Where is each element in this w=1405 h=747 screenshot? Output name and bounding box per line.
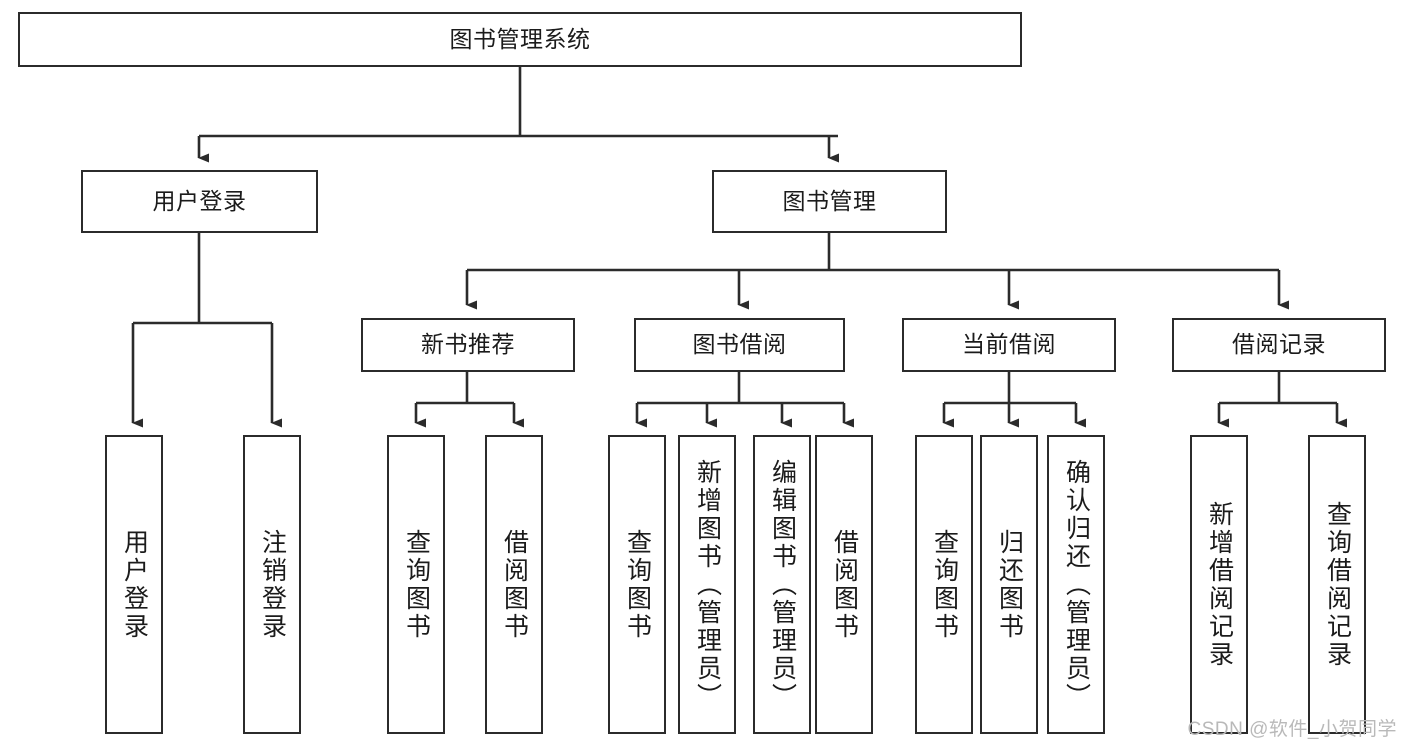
node-label: 图书管理系统 [449, 25, 591, 52]
leaf-recommend-borrow-book[interactable]: 借阅图书 [485, 435, 543, 734]
node-book-borrow[interactable]: 图书借阅 [634, 318, 845, 372]
node-label: 注销登录 [258, 528, 287, 641]
node-label: 当前借阅 [962, 331, 1056, 358]
leaf-borrow-add-book-admin[interactable]: 新增图书（管理员） [678, 435, 736, 734]
leaf-borrow-query-book[interactable]: 查询图书 [608, 435, 666, 734]
node-label: 用户登录 [120, 528, 149, 641]
leaf-borrow-borrow-book[interactable]: 借阅图书 [815, 435, 873, 734]
node-label: 确认归还（管理员） [1062, 458, 1091, 711]
node-new-book-recommend[interactable]: 新书推荐 [361, 318, 575, 372]
node-user-login[interactable]: 用户登录 [81, 170, 318, 233]
node-label: 借阅图书 [500, 528, 529, 641]
leaf-record-query-record[interactable]: 查询借阅记录 [1308, 435, 1366, 734]
node-label: 借阅记录 [1232, 331, 1326, 358]
node-label: 查询图书 [623, 528, 652, 641]
node-label: 用户登录 [152, 187, 247, 214]
node-label: 图书借阅 [692, 331, 787, 358]
leaf-current-query-book[interactable]: 查询图书 [915, 435, 973, 734]
leaf-current-return-book[interactable]: 归还图书 [980, 435, 1038, 734]
node-label: 查询图书 [930, 528, 959, 641]
node-label: 查询借阅记录 [1323, 500, 1352, 669]
leaf-current-confirm-return-admin[interactable]: 确认归还（管理员） [1047, 435, 1105, 734]
node-current-borrow[interactable]: 当前借阅 [902, 318, 1116, 372]
leaf-recommend-query-book[interactable]: 查询图书 [387, 435, 445, 734]
leaf-borrow-edit-book-admin[interactable]: 编辑图书（管理员） [753, 435, 811, 734]
node-label: 编辑图书（管理员） [768, 458, 797, 711]
node-label: 查询图书 [402, 528, 431, 641]
node-label: 新增图书（管理员） [693, 458, 722, 711]
node-label: 图书管理 [782, 187, 877, 214]
leaf-record-add-record[interactable]: 新增借阅记录 [1190, 435, 1248, 734]
node-borrow-record[interactable]: 借阅记录 [1172, 318, 1386, 372]
node-label: 借阅图书 [830, 528, 859, 641]
leaf-user-login-signin[interactable]: 用户登录 [105, 435, 163, 734]
node-book-management[interactable]: 图书管理 [712, 170, 947, 233]
node-label: 新增借阅记录 [1205, 500, 1234, 669]
node-root-system[interactable]: 图书管理系统 [18, 12, 1022, 67]
node-label: 归还图书 [995, 528, 1024, 641]
node-label: 新书推荐 [421, 331, 515, 358]
leaf-user-login-signout[interactable]: 注销登录 [243, 435, 301, 734]
